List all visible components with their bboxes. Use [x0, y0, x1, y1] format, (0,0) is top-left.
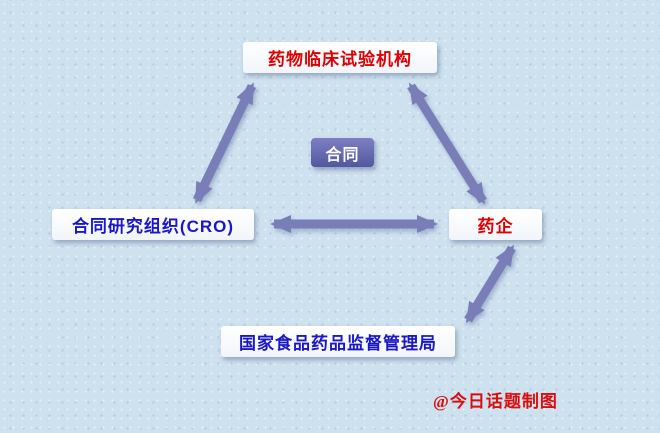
node-cfda: 国家食品药品监督管理局	[221, 326, 455, 357]
arrow-cro-institution	[192, 82, 257, 204]
node-institution-label: 药物临床试验机构	[268, 50, 412, 69]
node-pharma: 药企	[449, 209, 542, 240]
arrow-institution-pharma	[407, 82, 487, 205]
node-contract-label: 合同	[325, 146, 360, 164]
node-cro: 合同研究组织(CRO)	[52, 209, 254, 240]
node-contract: 合同	[311, 138, 374, 167]
node-cro-label: 合同研究组织(CRO)	[71, 217, 235, 236]
node-pharma-label: 药企	[477, 217, 514, 236]
node-cfda-label: 国家食品药品监督管理局	[239, 334, 437, 353]
arrow-pharma-cfda	[464, 244, 516, 324]
node-institution: 药物临床试验机构	[243, 42, 437, 73]
watermark-credit: @今日话题制图	[433, 392, 558, 411]
